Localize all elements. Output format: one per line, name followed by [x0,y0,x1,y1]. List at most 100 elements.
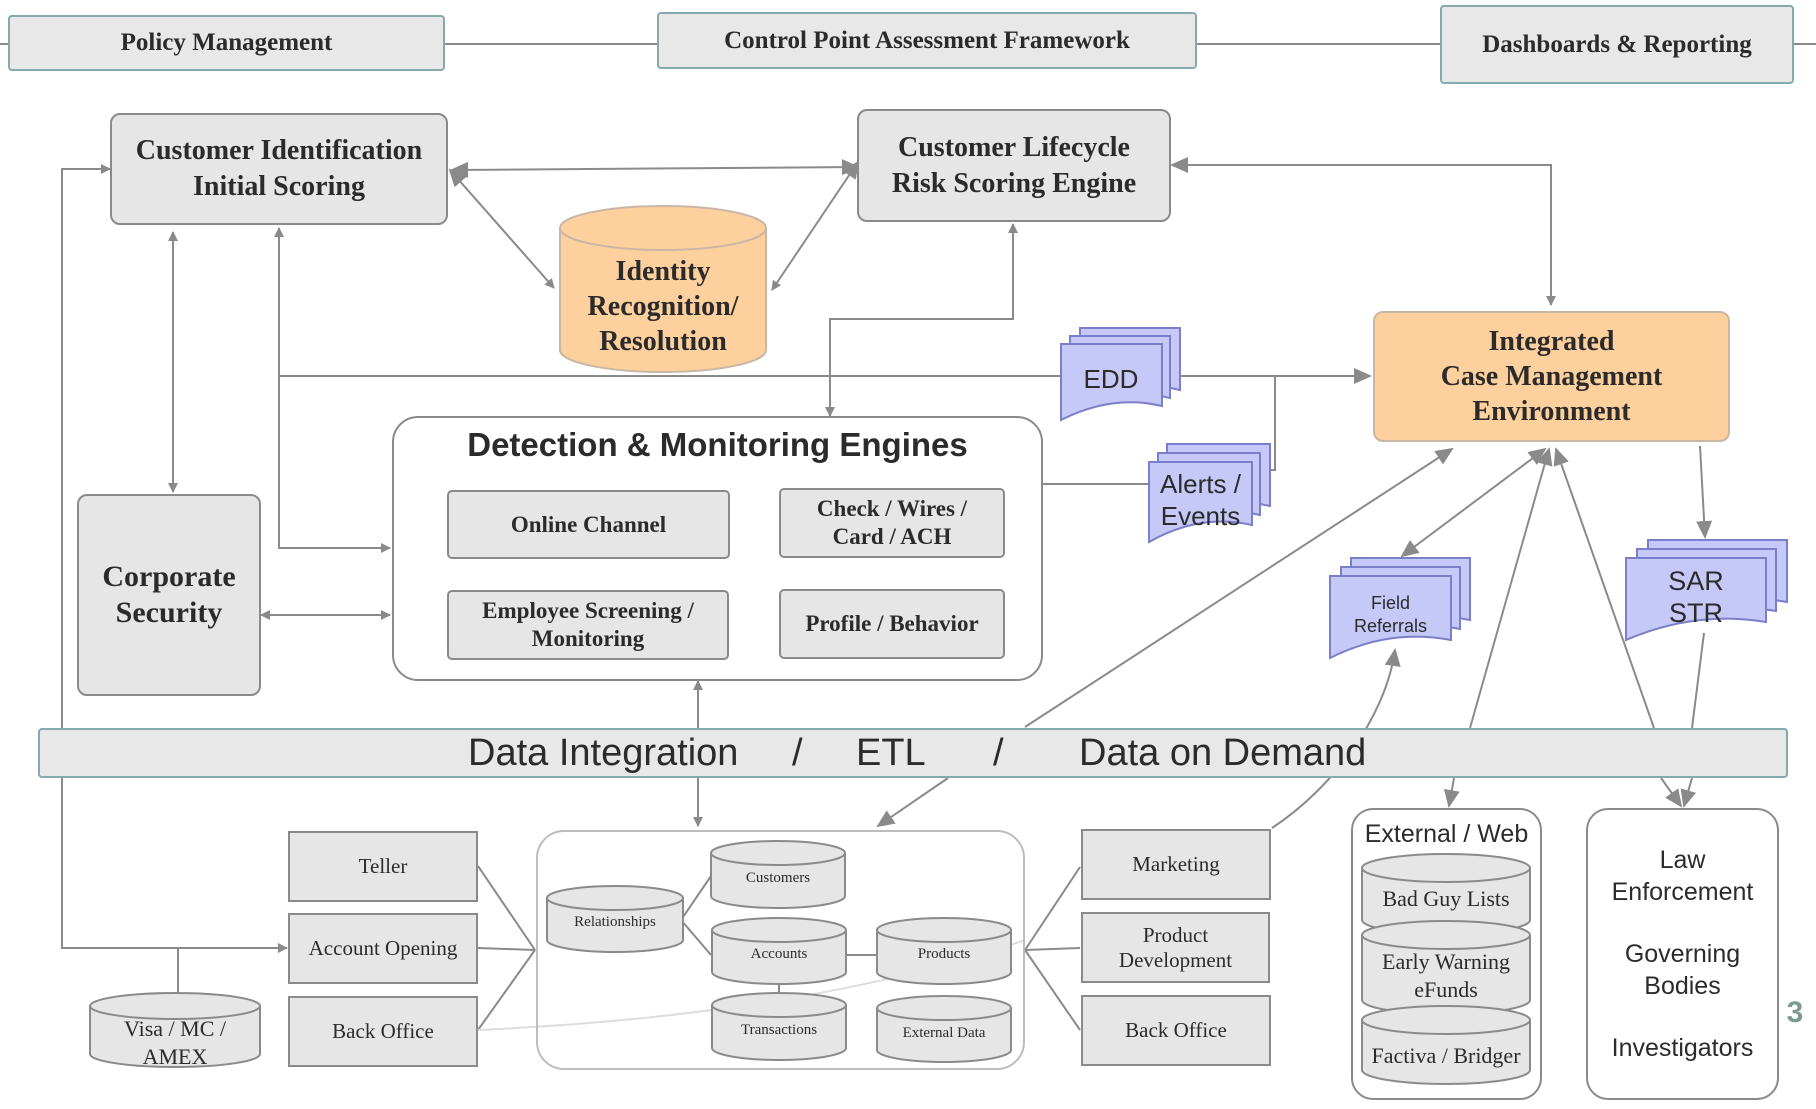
field-referrals-label: Field Referrals [1330,592,1451,638]
edd-document-shape [1060,327,1181,422]
profile-behavior-box: Profile / Behavior [779,589,1005,659]
field-referrals-line1: Field [1370,593,1410,613]
customer-identification-line1: Customer Identification [135,135,423,166]
lifecycle-engine-line2: Risk Scoring Engine [891,167,1137,199]
connector-case-referrals [1400,447,1547,558]
policy-management-label: Policy Management [120,29,333,56]
account-opening-label: Account Opening [308,936,458,960]
teller-box: Teller [288,831,478,902]
employee-screening-box: Employee Screening / Monitoring [447,590,729,660]
profile-behavior-label: Profile / Behavior [805,611,979,636]
alerts-label: Alerts / Events [1149,468,1252,532]
control-point-label: Control Point Assessment Framework [724,26,1130,54]
external-web-container: External / Web [1351,808,1542,1100]
connector-cid-lifecycle [450,159,860,178]
sar-line2: STR [1669,598,1723,628]
etl-sep1: / [792,731,803,774]
db-external-data: External Data [902,1025,986,1041]
check-wires-line2: Card / ACH [832,524,952,549]
connector-cid-account-opening [61,164,288,953]
marketing-label: Marketing [1132,852,1220,876]
online-channel-label: Online Channel [510,511,667,537]
visa-line1: Visa / MC / [124,1016,226,1041]
account-opening-box: Account Opening [288,913,478,984]
field-referrals-line2: Referrals [1353,616,1428,636]
db-transactions: Transactions [740,1022,818,1038]
datastore-cylinders-shape [546,840,1012,1063]
connector-cid-detection [274,227,391,553]
identity-cylinder-shape [559,205,767,373]
check-wires-line1: Check / Wires / [816,496,968,521]
case-management-box: Integrated Case Management Environment [1373,311,1730,442]
early-warning-line1: Early Warning [1382,949,1510,974]
online-channel-box: Online Channel [447,490,730,559]
connector-back-office-left [477,949,536,1031]
product-development-line1: Product [1142,922,1209,947]
connector-marketing [1024,866,1081,951]
connector-etl-data-down [876,777,949,828]
product-development-line2: Development [1118,947,1233,972]
visa-cylinder-shape [89,992,261,1068]
investigators-label: Investigators [1611,1034,1754,1062]
customer-identification-line2: Initial Scoring [193,171,365,202]
identity-recognition-line2: Recognition/ [587,291,739,322]
connector-cid-identity [448,168,555,289]
link-relationships-customers [680,875,712,921]
external-web-title: External / Web [1364,820,1529,848]
connector-external-arrow [1443,777,1460,808]
back-office-right-box: Back Office [1081,995,1271,1066]
lifecycle-engine-box: Customer Lifecycle Risk Scoring Engine [857,109,1171,222]
detection-title: Detection & Monitoring Engines [467,426,968,463]
identity-recognition-label: Identity Recognition/ Resolution [562,254,764,359]
governing-line1: Governing [1624,940,1741,968]
factiva-label: Factiva / Bridger [1371,1043,1521,1068]
sar-label: SAR STR [1626,565,1766,629]
connector-case-sar [1696,445,1713,539]
case-management-line3: Environment [1472,396,1631,427]
etl-part2: ETL [856,731,926,774]
db-accounts: Accounts [750,946,808,962]
corporate-security-line2: Security [115,596,223,629]
alerts-line2: Events [1160,501,1241,531]
connector-lifecycle-case [1170,157,1556,306]
alerts-line1: Alerts / [1160,469,1241,499]
dashboards-box: Dashboards & Reporting [1440,5,1794,84]
dashboards-label: Dashboards & Reporting [1482,30,1752,58]
visa-label: Visa / MC / AMEX [90,1015,260,1071]
case-management-line1: Integrated [1488,326,1615,357]
control-point-box: Control Point Assessment Framework [657,12,1197,69]
visa-line2: AMEX [142,1044,208,1069]
employee-screening-line2: Monitoring [531,626,645,651]
connector-back-office-right [1024,949,1081,1031]
corporate-security-box: Corporate Security [77,494,261,696]
connector-sar-arrow [1680,777,1697,808]
db-products: Products [917,946,971,962]
etl-part1: Data Integration [468,731,739,774]
external-cylinders-shape [1361,853,1531,1085]
etl-bar: Data Integration / ETL / Data on Demand [38,728,1788,778]
connector-authorities-arrow [1660,777,1683,808]
db-customers: Customers [745,870,811,886]
data-store-container [536,830,1025,1070]
db-relationships: Relationships [574,914,656,930]
product-development-box: Product Development [1081,912,1270,983]
connector-data-case [1024,447,1454,728]
edd-label: EDD [1083,364,1139,394]
connector-lifecycle-detection [825,223,1018,417]
law-line1: Law [1659,846,1706,874]
teller-label: Teller [358,854,408,878]
connector-case-authorities [1553,447,1655,729]
authorities-box: Law Enforcement Governing Bodies Investi… [1586,808,1779,1100]
identity-recognition-line3: Resolution [599,326,727,357]
governing-line2: Bodies [1644,972,1721,1000]
sar-line1: SAR [1668,566,1724,596]
case-management-line2: Case Management [1440,361,1663,392]
identity-recognition-line1: Identity [615,256,711,287]
lifecycle-engine-line1: Customer Lifecycle [898,131,1130,163]
field-referrals-document-shape [1329,557,1471,660]
connector-account-opening [477,947,536,951]
policy-management-box: Policy Management [8,15,445,71]
sar-document-shape [1625,539,1788,642]
connector-lifecycle-identity [771,160,860,291]
